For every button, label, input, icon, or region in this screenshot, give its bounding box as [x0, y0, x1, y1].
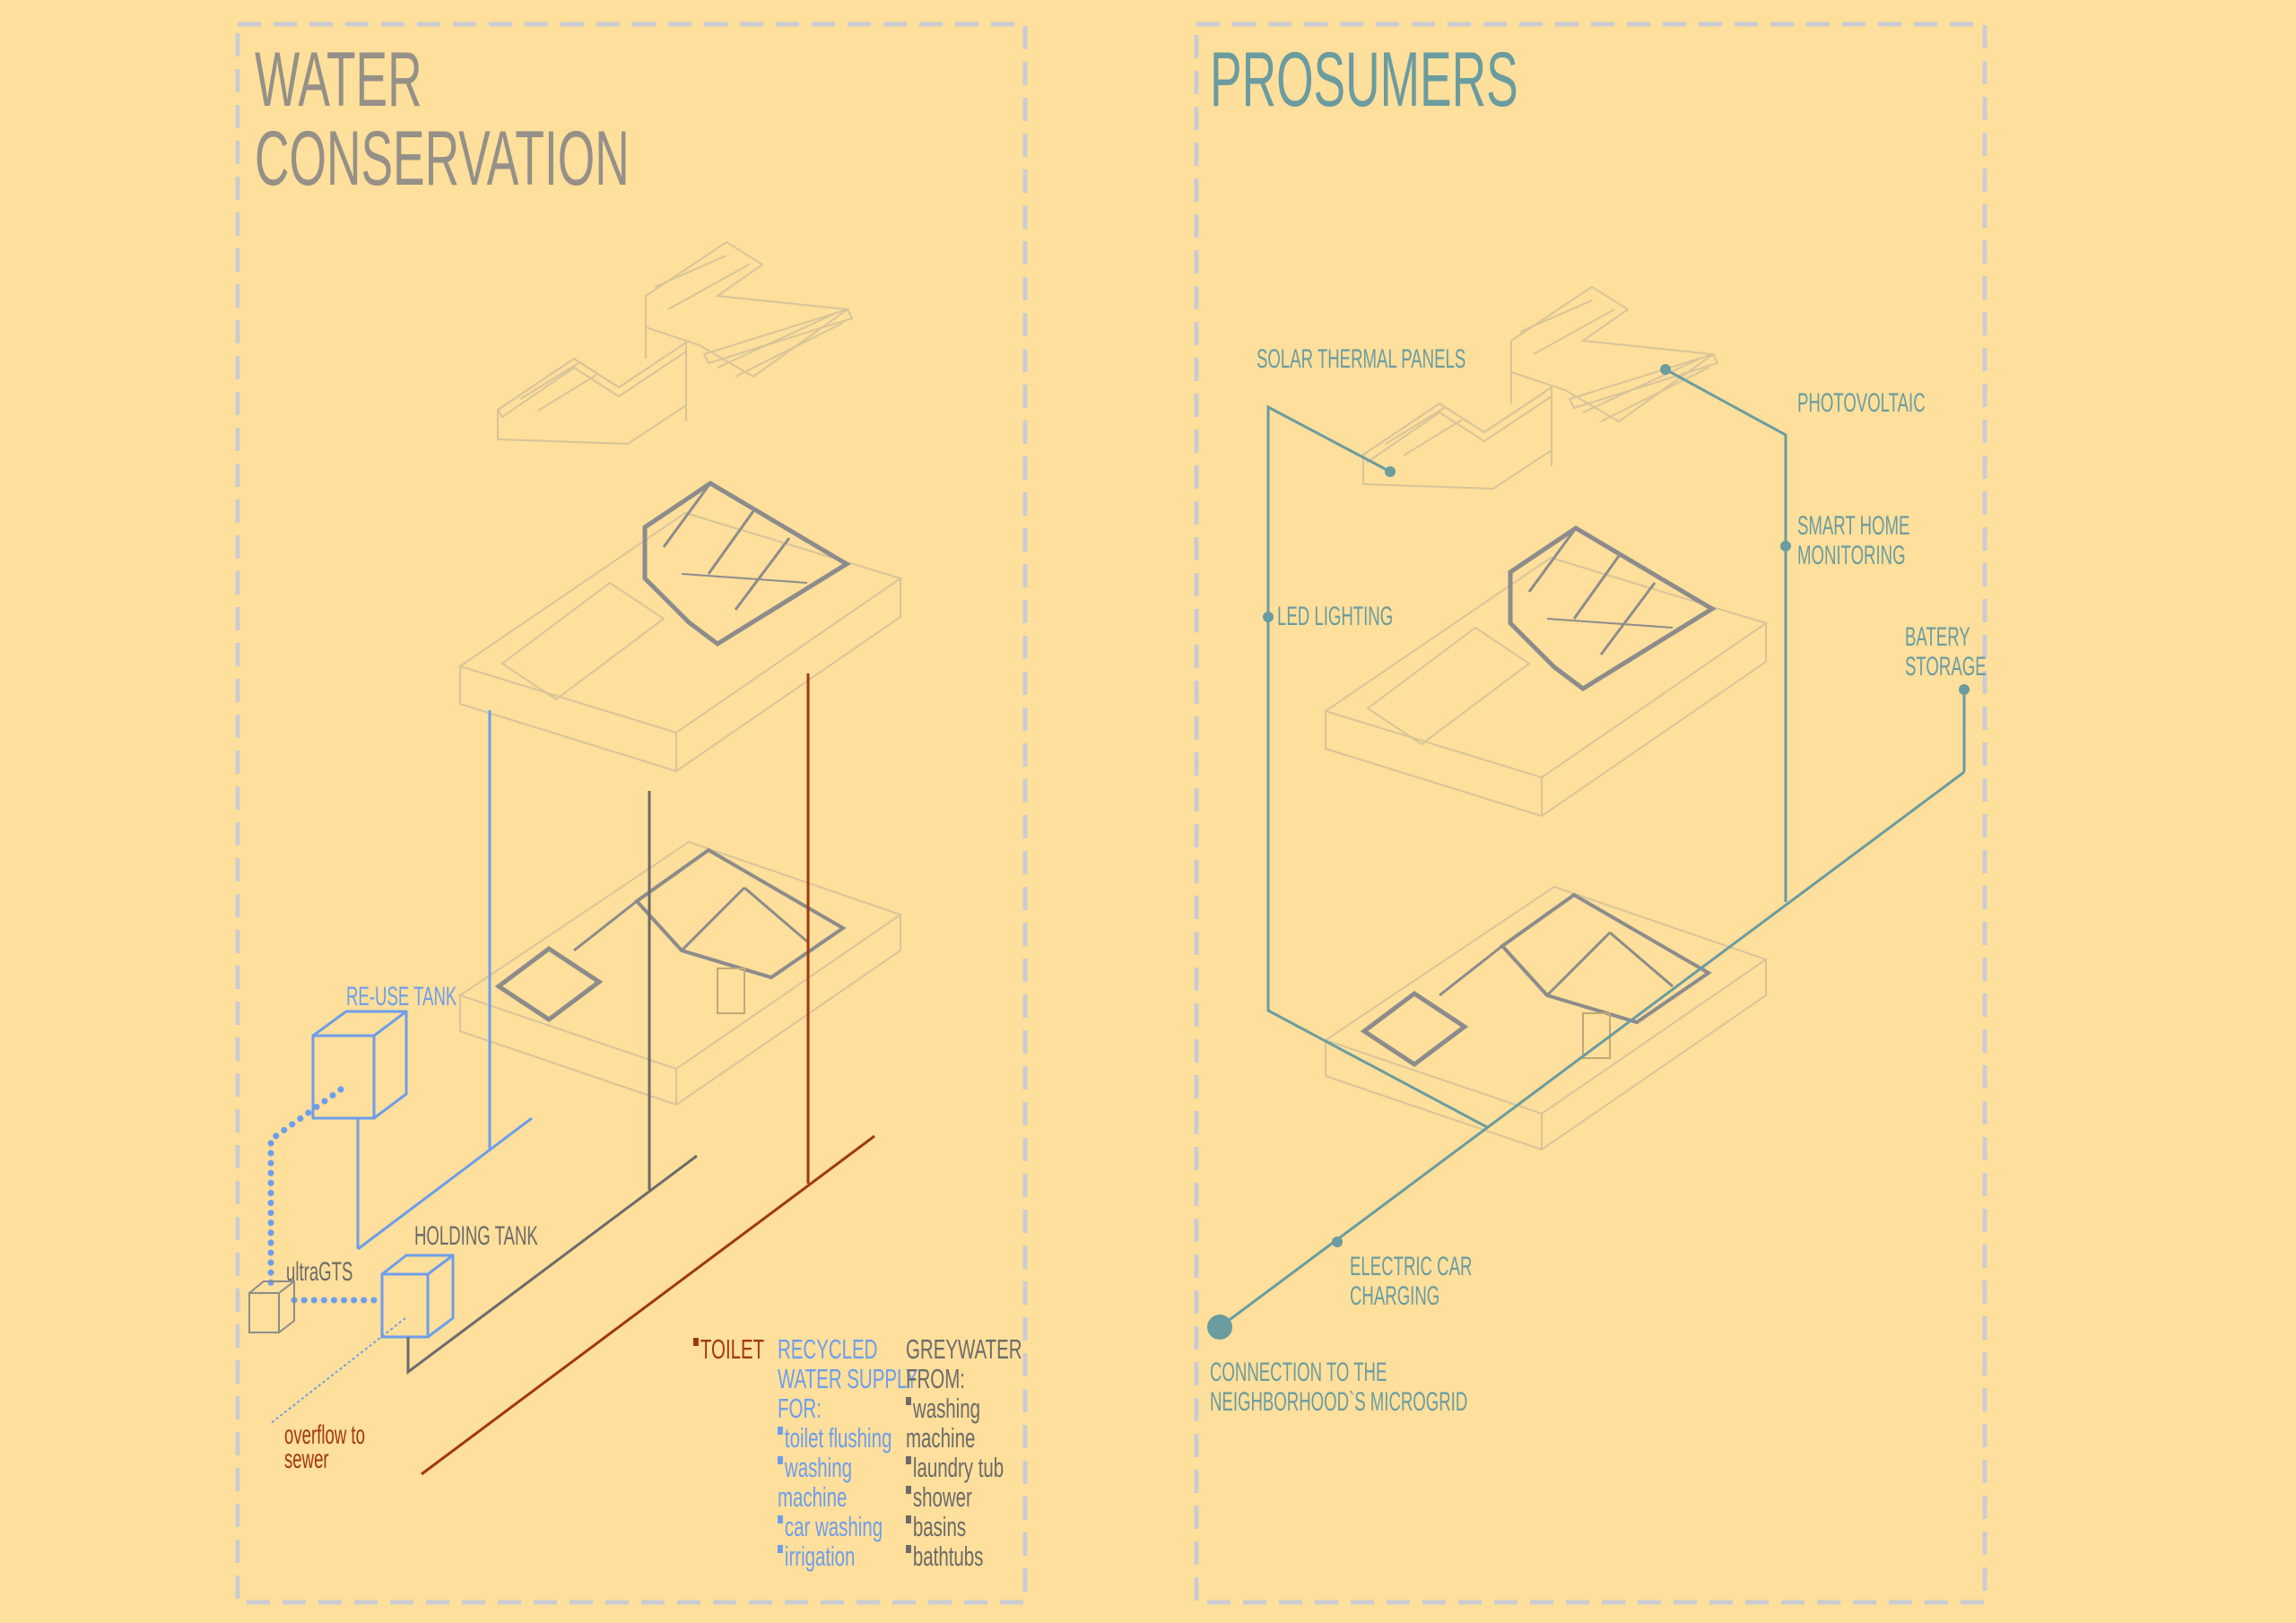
- ultragts-label: ultraGTS: [286, 1257, 353, 1287]
- energy-network: [1219, 368, 1966, 1329]
- legend-toilet-label: TOILET: [693, 1334, 764, 1364]
- smart-home-label-1: SMART HOME: [1797, 511, 1910, 541]
- prosumers-title: PROSUMERS: [1210, 37, 1518, 123]
- water-title-line1: WATER: [255, 37, 422, 123]
- ultragts-cube: [248, 1280, 295, 1333]
- recycled-water-pipes: [267, 710, 533, 1425]
- legend-greywater-item: washing: [906, 1393, 1022, 1423]
- reuse-tank-cube: [311, 1010, 408, 1120]
- prosumer-house-axonometric: [1326, 287, 1766, 1150]
- led-node: [1263, 612, 1274, 622]
- toilet-pipes: [421, 673, 875, 1476]
- battery-label-2: STORAGE: [1905, 652, 1987, 681]
- holding-tank-label: HOLDING TANK: [414, 1221, 538, 1251]
- legend-recycled-heading-3: FOR:: [778, 1393, 822, 1424]
- photovoltaic-node: [1660, 364, 1671, 375]
- dotted-reuse-line: [267, 1086, 344, 1288]
- photovoltaic-label: PHOTOVOLTAIC: [1797, 388, 1926, 418]
- greywater-pipes: [406, 791, 698, 1375]
- water-title-line2: CONSERVATION: [255, 116, 630, 202]
- legend-recycled-heading-2: WATER SUPPLY: [778, 1363, 918, 1394]
- battery-label-1: BATERY: [1905, 622, 1970, 652]
- overflow-label-line1: overflow to: [284, 1420, 365, 1450]
- legend-recycled-item-cont: machine: [778, 1481, 848, 1513]
- legend-greywater: GREYWATER FROM: washing machine laundry …: [906, 1334, 1022, 1571]
- legend-recycled-item: toilet flushing: [778, 1423, 918, 1453]
- legend-recycled-item: irrigation: [778, 1541, 918, 1571]
- legend-greywater-heading-2: FROM:: [906, 1363, 965, 1394]
- battery-node: [1959, 684, 1970, 695]
- legend-greywater-item: bathtubs: [906, 1541, 1022, 1571]
- legend-recycled-item: washing: [778, 1453, 918, 1482]
- legend-greywater-item: laundry tub: [906, 1453, 1022, 1482]
- reuse-tank-label: RE-USE TANK: [346, 982, 457, 1011]
- legend-greywater-item-cont: machine: [906, 1422, 976, 1454]
- smart-home-node: [1780, 541, 1791, 551]
- legend-greywater-item: basins: [906, 1512, 1022, 1541]
- water-house-axonometric: [460, 242, 900, 1105]
- legend-recycled-item: car washing: [778, 1512, 918, 1541]
- microgrid-label-2: NEIGHBORHOOD`S MICROGRID: [1210, 1387, 1468, 1417]
- holding-tank-cube: [380, 1254, 455, 1339]
- ev-label-2: CHARGING: [1350, 1281, 1440, 1311]
- overflow-label-line2: sewer: [284, 1445, 329, 1474]
- solar-thermal-label: SOLAR THERMAL PANELS: [1257, 344, 1466, 374]
- legend-toilet: TOILET: [693, 1334, 764, 1364]
- solar-thermal-node: [1385, 466, 1396, 477]
- overflow-dotted-line: [269, 1317, 406, 1425]
- legend-recycled-heading-1: RECYCLED: [778, 1333, 878, 1365]
- legend-greywater-item: shower: [906, 1482, 1022, 1512]
- ev-label-1: ELECTRIC CAR: [1350, 1252, 1473, 1281]
- microgrid-label-1: CONNECTION TO THE: [1210, 1358, 1387, 1387]
- legend-greywater-heading-1: GREYWATER: [906, 1333, 1022, 1365]
- ev-node: [1332, 1237, 1343, 1247]
- microgrid-node: [1207, 1315, 1232, 1340]
- legend-recycled: RECYCLED WATER SUPPLY FOR: toilet flushi…: [778, 1334, 918, 1571]
- smart-home-label-2: MONITORING: [1797, 541, 1906, 570]
- led-label: LED LIGHTING: [1277, 602, 1394, 631]
